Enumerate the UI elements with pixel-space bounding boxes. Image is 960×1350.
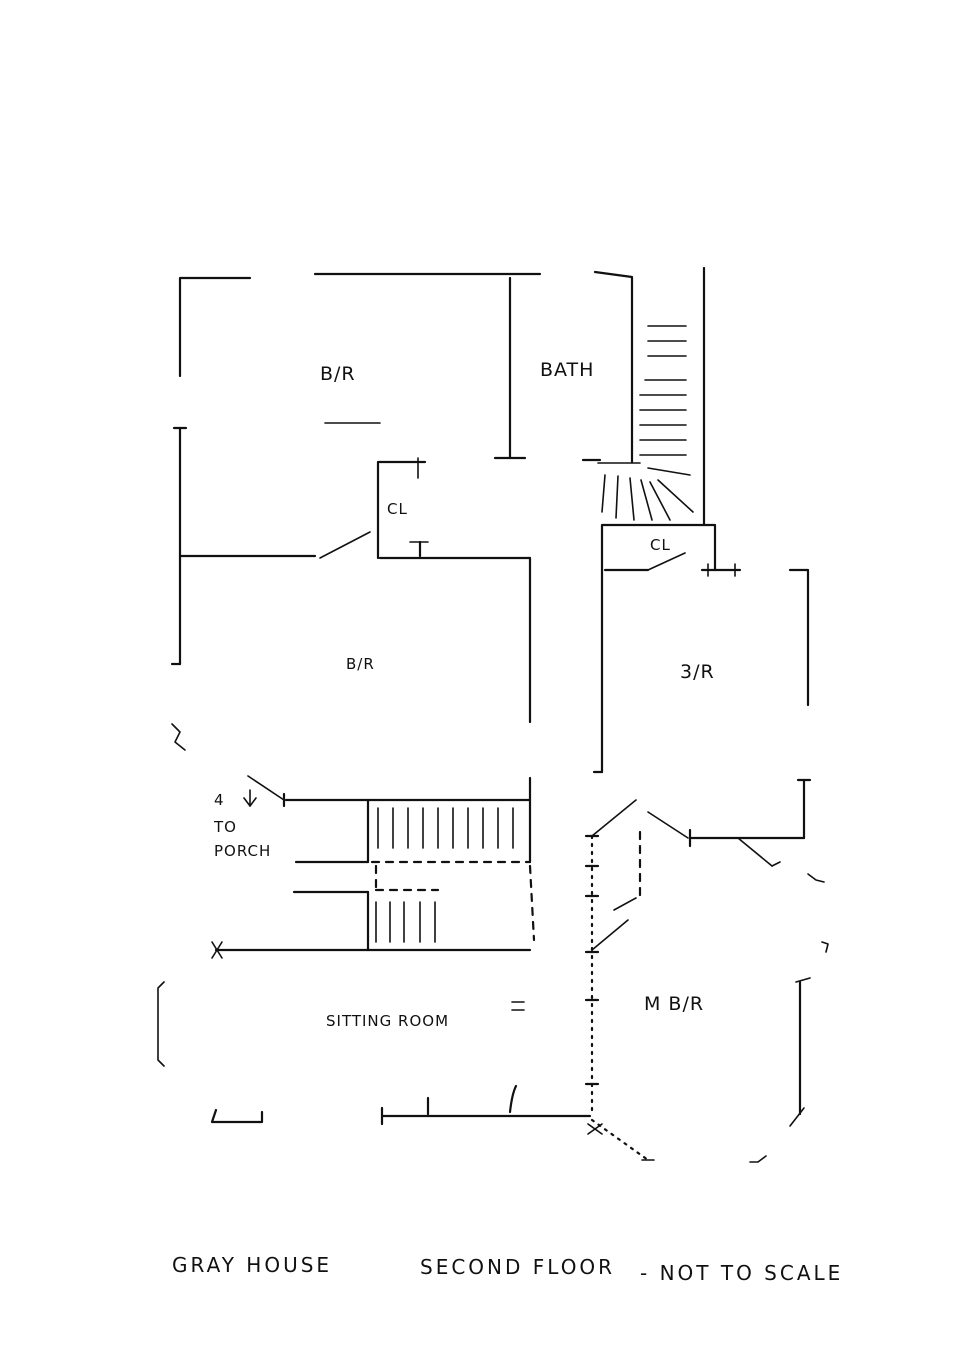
closet-right-walls [600, 523, 742, 577]
bath-walls [581, 270, 634, 464]
stair-note-porch: PORCH [214, 842, 271, 860]
closet-right-label: CL [650, 536, 671, 554]
stair-note-to: TO [213, 818, 237, 836]
staircase-top [597, 266, 706, 527]
porch-stairs [211, 775, 536, 959]
caption-scale-note: - NOT TO SCALE [640, 1261, 843, 1285]
closet-left-label: CL [387, 500, 408, 518]
bath-label: BATH [540, 359, 594, 381]
right-bedroom-walls [592, 568, 810, 774]
closet-left-walls [319, 457, 532, 560]
sitting-room-label: SITTING ROOM [326, 1012, 449, 1030]
middle-bedroom-walls [170, 426, 532, 751]
caption-floor: SECOND FLOOR [420, 1255, 615, 1279]
stair-note-number: 4 [214, 791, 225, 809]
right-bedroom-label: 3/R [680, 661, 715, 683]
master-bedroom-label: M B/R [644, 993, 704, 1015]
top-bedroom-walls [178, 272, 542, 460]
sitting-room-walls [157, 981, 592, 1126]
top-bedroom-label: B/R [320, 363, 356, 385]
middle-bedroom-label: B/R [346, 655, 375, 673]
master-bedroom-walls [584, 778, 829, 1163]
caption-building: GRAY HOUSE [172, 1253, 332, 1277]
